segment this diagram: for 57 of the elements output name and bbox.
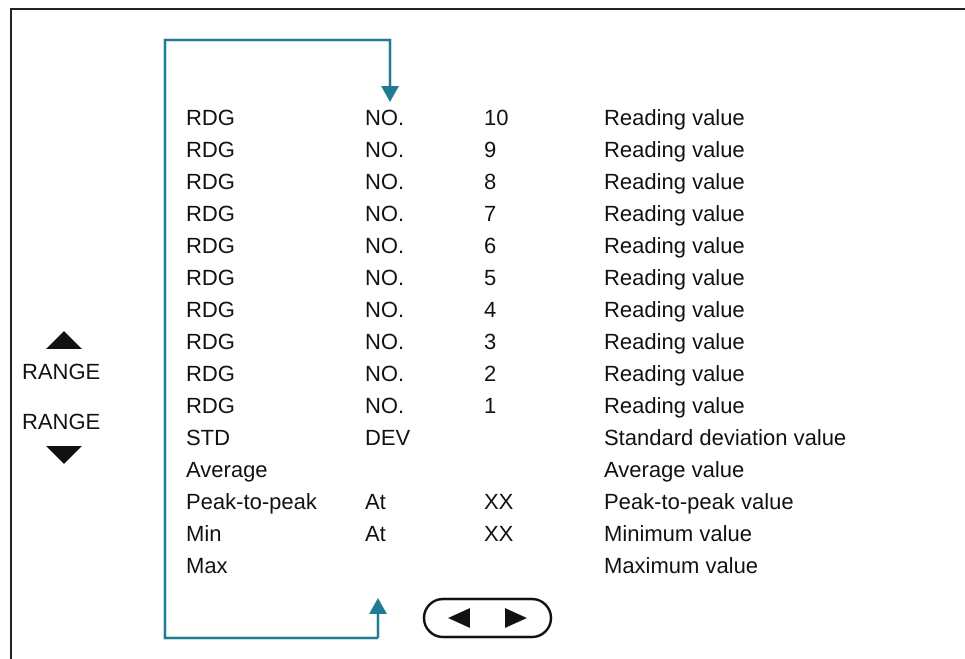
table-cell-text: STD: [186, 425, 230, 451]
value-description: Minimum value: [604, 521, 752, 547]
table-cell-text: RDG: [186, 233, 235, 259]
table-cell-text: DEV: [365, 425, 410, 451]
value-description: Peak-to-peak value: [604, 489, 794, 515]
value-description: Reading value: [604, 265, 745, 291]
button-label: RANGE: [22, 409, 100, 435]
table-cell-text: NO.: [365, 233, 404, 259]
table-cell-text: NO.: [365, 329, 404, 355]
value-description: Average value: [604, 457, 744, 483]
table-cell-text: At: [365, 489, 386, 515]
value-description: Reading value: [604, 169, 745, 195]
table-cell-text: Min: [186, 521, 222, 547]
table-cell-text: RDG: [186, 265, 235, 291]
value-description: Reading value: [604, 393, 745, 419]
table-cell-text: 4: [484, 297, 496, 323]
table-cell-text: NO.: [365, 265, 404, 291]
value-description: Reading value: [604, 361, 745, 387]
value-description: Standard deviation value: [604, 425, 846, 451]
table-cell-text: Average: [186, 457, 268, 483]
value-description: Reading value: [604, 105, 745, 131]
table-cell-text: RDG: [186, 329, 235, 355]
table-cell-text: NO.: [365, 137, 404, 163]
table-cell-text: RDG: [186, 169, 235, 195]
table-cell-text: NO.: [365, 105, 404, 131]
table-cell-text: NO.: [365, 393, 404, 419]
table-cell-text: 10: [484, 105, 508, 131]
table-cell-text: XX: [484, 489, 514, 515]
table-cell-text: 2: [484, 361, 496, 387]
table-cell-text: RDG: [186, 393, 235, 419]
table-cell-text: NO.: [365, 169, 404, 195]
table-cell-text: Peak-to-peak: [186, 489, 317, 515]
value-description: Reading value: [604, 297, 745, 323]
value-description: Reading value: [604, 201, 745, 227]
table-cell-text: RDG: [186, 201, 235, 227]
value-description: Reading value: [604, 137, 745, 163]
table-cell-text: At: [365, 521, 386, 547]
table-cell-text: NO.: [365, 201, 404, 227]
table-cell-text: 3: [484, 329, 496, 355]
table-cell-text: 8: [484, 169, 496, 195]
table-cell-text: RDG: [186, 137, 235, 163]
table-cell-text: 1: [484, 393, 496, 419]
table-cell-text: 5: [484, 265, 496, 291]
value-description: Reading value: [604, 329, 745, 355]
table-cell-text: RDG: [186, 361, 235, 387]
table-cell-text: NO.: [365, 297, 404, 323]
table-cell-text: RDG: [186, 105, 235, 131]
table-cell-text: 7: [484, 201, 496, 227]
table-cell-text: 9: [484, 137, 496, 163]
button-label: RANGE: [22, 359, 100, 385]
table-cell-text: XX: [484, 521, 514, 547]
table-cell-text: Max: [186, 553, 228, 579]
table-cell-text: NO.: [365, 361, 404, 387]
value-description: Reading value: [604, 233, 745, 259]
table-cell-text: RDG: [186, 297, 235, 323]
table-cell-text: 6: [484, 233, 496, 259]
value-description: Maximum value: [604, 553, 758, 579]
